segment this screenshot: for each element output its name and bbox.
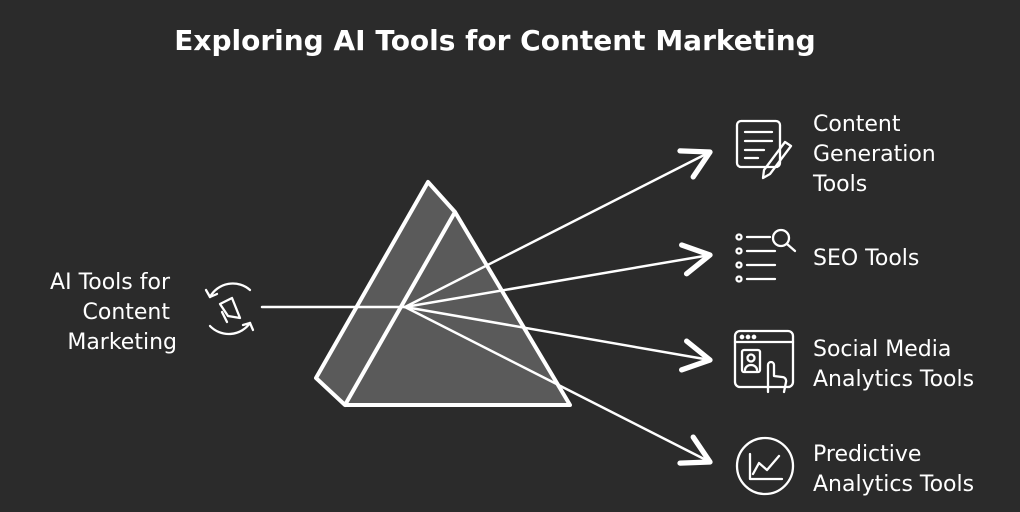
output-label-line: Analytics Tools xyxy=(813,367,974,392)
arrow-social-media xyxy=(403,305,713,373)
trend-chart-circle-icon xyxy=(735,436,795,496)
arrow-predictive xyxy=(403,305,713,466)
source-label-line: Content xyxy=(83,300,171,325)
output-label-line: Social Media xyxy=(813,337,951,362)
document-pen-icon xyxy=(735,119,793,180)
output-label-line: Generation xyxy=(813,142,936,167)
output-label-social-media: Social Media Analytics Tools xyxy=(813,337,974,392)
source-label-line: Marketing xyxy=(67,330,177,355)
arrow-seo xyxy=(403,242,713,309)
output-content-generation: Content Generation Tools xyxy=(735,112,943,197)
source-label-line: AI Tools for xyxy=(50,270,171,295)
output-label-seo: SEO Tools xyxy=(813,246,919,271)
output-predictive: Predictive Analytics Tools xyxy=(735,436,974,497)
output-label-predictive: Predictive Analytics Tools xyxy=(813,442,974,497)
source-node: AI Tools for Content Marketing xyxy=(50,270,255,355)
page-title: Exploring AI Tools for Content Marketing xyxy=(174,24,815,57)
output-label-line: SEO Tools xyxy=(813,246,919,271)
prism xyxy=(314,180,572,407)
output-label-content-generation: Content Generation Tools xyxy=(812,112,943,197)
output-arrows xyxy=(403,148,713,466)
megaphone-cycle-icon xyxy=(204,282,255,336)
browser-profile-click-icon xyxy=(733,329,795,394)
source-label: AI Tools for Content Marketing xyxy=(50,270,177,355)
list-search-icon xyxy=(735,228,797,283)
output-social-media: Social Media Analytics Tools xyxy=(733,329,974,394)
output-label-line: Content xyxy=(813,112,901,137)
prism-fill xyxy=(316,182,570,405)
output-label-line: Tools xyxy=(812,172,867,197)
output-label-line: Predictive xyxy=(813,442,921,467)
arrow-content-generation xyxy=(403,148,713,309)
prism-outline xyxy=(314,180,572,407)
output-label-line: Analytics Tools xyxy=(813,472,974,497)
output-seo: SEO Tools xyxy=(735,228,919,283)
